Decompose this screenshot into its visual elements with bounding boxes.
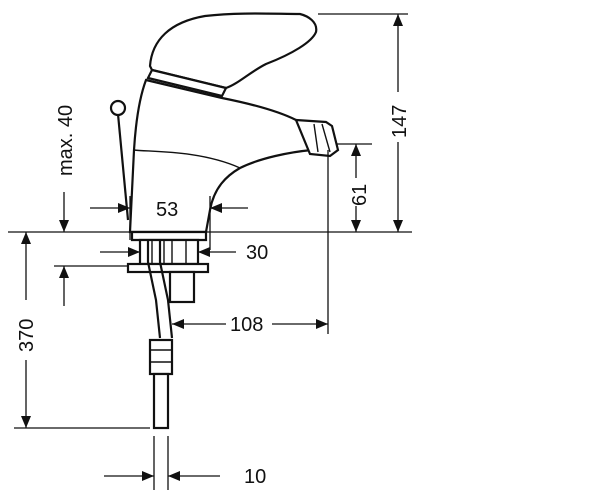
hose-fitting bbox=[148, 338, 174, 376]
fixing-nut bbox=[168, 270, 196, 304]
dim-370-label: 370 bbox=[16, 319, 38, 352]
dim-30-label: 30 bbox=[246, 242, 268, 264]
dim-61: 61 bbox=[336, 143, 372, 232]
supply-hose bbox=[146, 240, 162, 339]
dim-30: 30 bbox=[100, 242, 268, 264]
cartridge-collar bbox=[146, 68, 228, 98]
faucet-body bbox=[128, 78, 314, 234]
faucet-outline bbox=[109, 12, 340, 430]
dim-61-label: 61 bbox=[349, 184, 371, 206]
dim-max-40: max. 40 bbox=[54, 105, 128, 306]
dim-max-40-label: max. 40 bbox=[55, 105, 77, 176]
dim-108: 108 bbox=[172, 150, 329, 336]
dim-147-label: 147 bbox=[389, 105, 411, 138]
dim-10-label: 10 bbox=[244, 466, 266, 488]
hose-end bbox=[152, 372, 170, 430]
dim-10: 10 bbox=[104, 436, 266, 490]
dim-108-label: 108 bbox=[230, 314, 263, 336]
dim-370: 370 bbox=[14, 232, 150, 429]
mounting-washer bbox=[126, 262, 210, 274]
lever-handle bbox=[148, 12, 318, 90]
dim-147: 147 bbox=[318, 13, 411, 232]
base-plate bbox=[130, 230, 208, 242]
dim-53-label: 53 bbox=[156, 199, 178, 221]
popup-knob bbox=[109, 99, 127, 117]
dim-53: 53 bbox=[90, 196, 248, 250]
popup-rod bbox=[116, 113, 130, 221]
spray-head bbox=[294, 118, 340, 158]
